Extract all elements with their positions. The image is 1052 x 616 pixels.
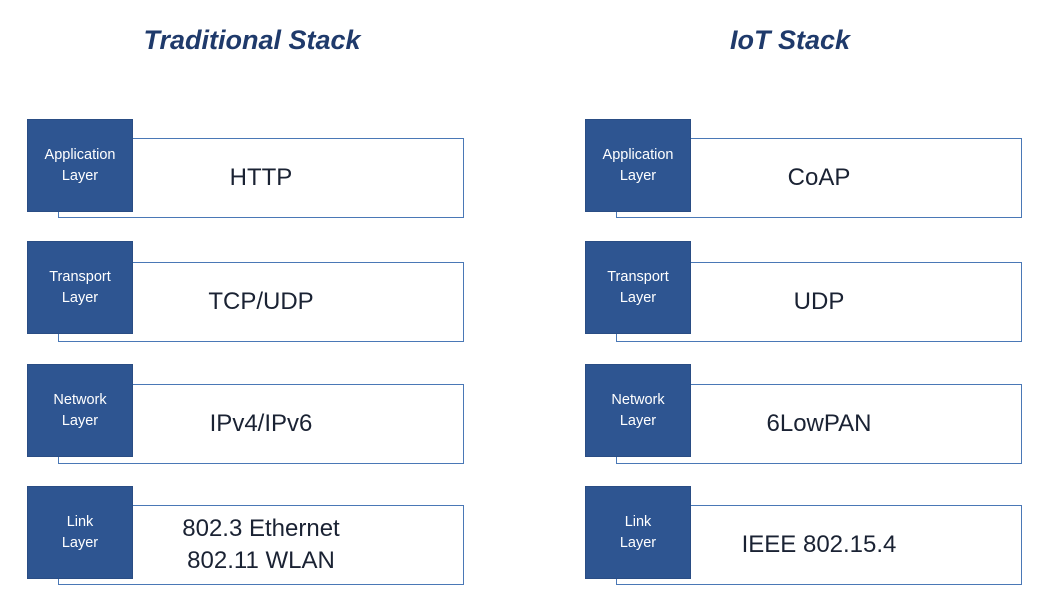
traditional-transport-label: Transport Layer bbox=[27, 241, 133, 334]
layer-label-line2: Layer bbox=[619, 412, 657, 429]
traditional-transport-value: TCP/UDP bbox=[208, 288, 314, 315]
iot-transport-value: UDP bbox=[793, 288, 845, 315]
traditional-link-value-line1: 802.3 Ethernet bbox=[182, 515, 340, 542]
layer-label-line1: Link bbox=[624, 513, 652, 530]
traditional-link-label: Link Layer bbox=[27, 486, 133, 579]
traditional-network-value: IPv4/IPv6 bbox=[209, 410, 313, 437]
iot-transport-label: Transport Layer bbox=[585, 241, 691, 334]
layer-label-line2: Layer bbox=[61, 412, 99, 429]
layer-label-line2: Layer bbox=[61, 167, 99, 184]
iot-network-label: Network Layer bbox=[585, 364, 691, 457]
iot-link-label: Link Layer bbox=[585, 486, 691, 579]
layer-label-line1: Link bbox=[66, 513, 94, 530]
traditional-application-value: HTTP bbox=[229, 164, 293, 191]
layer-label-line2: Layer bbox=[619, 289, 657, 306]
layer-label-line1: Transport bbox=[607, 268, 669, 285]
layer-label-line1: Application bbox=[44, 146, 116, 163]
iot-network-value: 6LowPAN bbox=[766, 410, 872, 437]
iot-application-value: CoAP bbox=[787, 164, 851, 191]
layer-label-line1: Network bbox=[53, 391, 107, 408]
traditional-stack-title: Traditional Stack bbox=[143, 25, 361, 55]
traditional-link-value-line2: 802.11 WLAN bbox=[187, 547, 335, 574]
layer-label-line1: Application bbox=[602, 146, 674, 163]
traditional-application-label: Application Layer bbox=[27, 119, 133, 212]
iot-stack-title: IoT Stack bbox=[729, 25, 851, 55]
traditional-network-label: Network Layer bbox=[27, 364, 133, 457]
layer-label-line2: Layer bbox=[61, 534, 99, 551]
layer-label-line2: Layer bbox=[619, 167, 657, 184]
layer-label-line1: Network bbox=[611, 391, 665, 408]
layer-label-line1: Transport bbox=[49, 268, 111, 285]
layer-label-line2: Layer bbox=[61, 289, 99, 306]
iot-link-value: IEEE 802.15.4 bbox=[741, 531, 897, 558]
iot-application-label: Application Layer bbox=[585, 119, 691, 212]
layer-label-line2: Layer bbox=[619, 534, 657, 551]
